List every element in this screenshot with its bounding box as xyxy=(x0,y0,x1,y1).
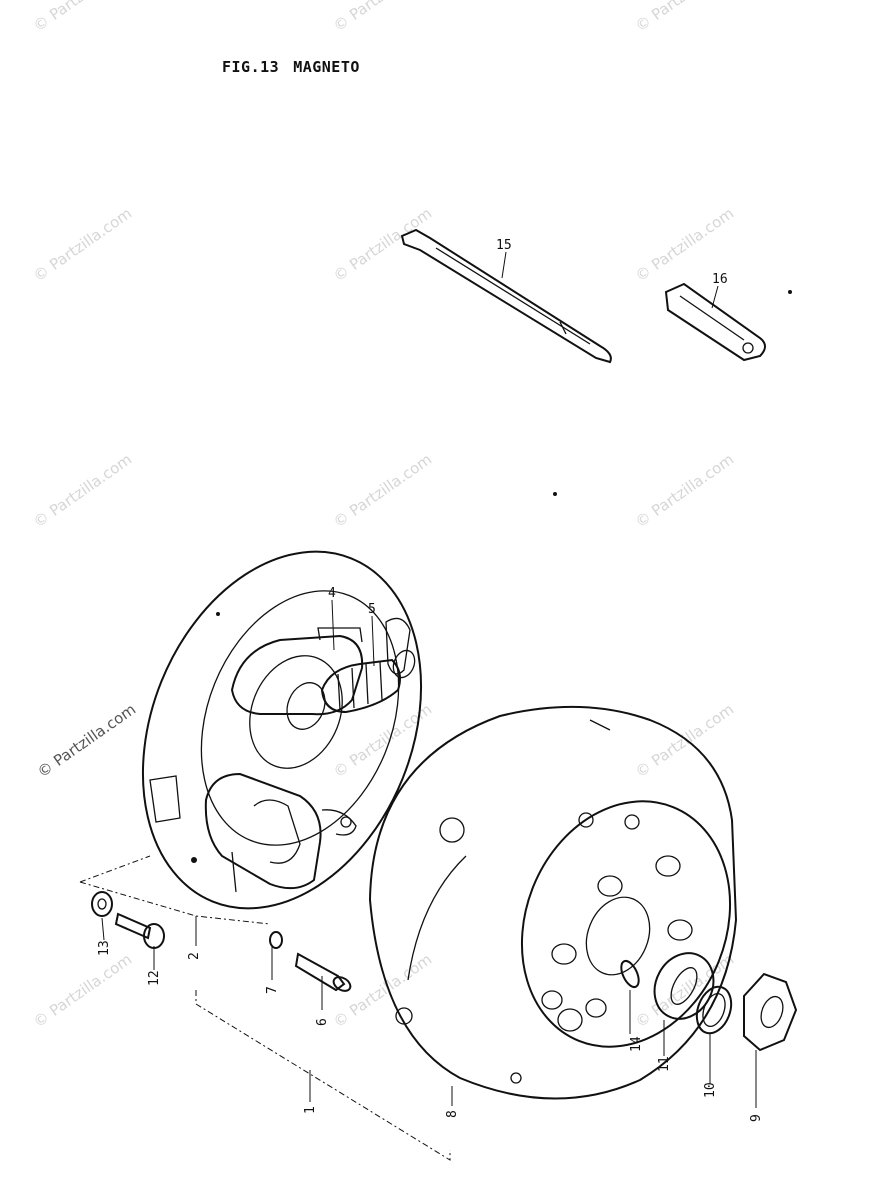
callout-16: 16 xyxy=(712,272,728,287)
lower-coil xyxy=(204,772,357,893)
watermark: © Partzilla.com xyxy=(330,450,435,531)
callout-9: 9 xyxy=(749,1114,764,1122)
callout-14: 14 xyxy=(629,1036,644,1052)
callout-6: 6 xyxy=(315,1018,330,1026)
callout-1: 1 xyxy=(303,1106,318,1114)
callout-12: 12 xyxy=(147,970,162,986)
part-13-washer xyxy=(91,891,113,917)
callout-15: 15 xyxy=(496,238,512,253)
part-9-nut xyxy=(743,972,798,1052)
watermark-layer: © Partzilla.com © Partzilla.com © Partzi… xyxy=(30,0,737,1031)
leader-lines xyxy=(101,251,757,1108)
assembly-lines xyxy=(79,855,451,1161)
callout-2: 2 xyxy=(187,952,202,960)
watermark: © Partzilla.com xyxy=(632,450,737,531)
callout-4: 4 xyxy=(328,586,336,601)
part-14-key xyxy=(620,959,640,989)
callout-13: 13 xyxy=(97,940,112,956)
part-4-coil xyxy=(230,627,364,730)
watermark: © Partzilla.com xyxy=(30,450,135,531)
part-5-winding xyxy=(320,649,416,714)
speck xyxy=(788,290,792,294)
figure-title: FIG.13 MAGNETO xyxy=(222,58,374,76)
part-8-flywheel xyxy=(368,705,738,1100)
watermark: © Partzilla.com xyxy=(632,0,737,35)
callout-11: 11 xyxy=(657,1056,672,1072)
watermark: © Partzilla.com xyxy=(30,204,135,285)
part-15-cable-band xyxy=(400,228,612,364)
watermark: © Partzilla.com xyxy=(330,204,435,285)
part-16-clamp xyxy=(664,282,766,362)
watermark: © Partzilla.com xyxy=(30,950,135,1031)
watermark: © Partzilla.com xyxy=(632,700,737,781)
callout-10: 10 xyxy=(703,1082,718,1098)
figure-name: MAGNETO xyxy=(293,58,360,76)
callout-7: 7 xyxy=(265,986,280,994)
speck xyxy=(553,492,557,496)
watermark: © Partzilla.com xyxy=(30,0,135,35)
part-7-washer xyxy=(269,931,283,949)
callout-labels: 15 16 4 5 2 13 12 7 6 1 8 14 11 10 9 xyxy=(97,238,764,1122)
watermark: © Partzilla.com xyxy=(330,0,435,35)
part-2-stator-plate xyxy=(141,550,423,910)
callout-8: 8 xyxy=(445,1110,460,1118)
watermark: © Partzilla.com xyxy=(34,700,139,781)
part-6-screw xyxy=(294,952,352,992)
part-10-spring-washer xyxy=(695,985,733,1035)
part-12-screw xyxy=(114,912,165,949)
figure-code: FIG.13 xyxy=(222,58,280,76)
callout-5: 5 xyxy=(368,602,376,617)
